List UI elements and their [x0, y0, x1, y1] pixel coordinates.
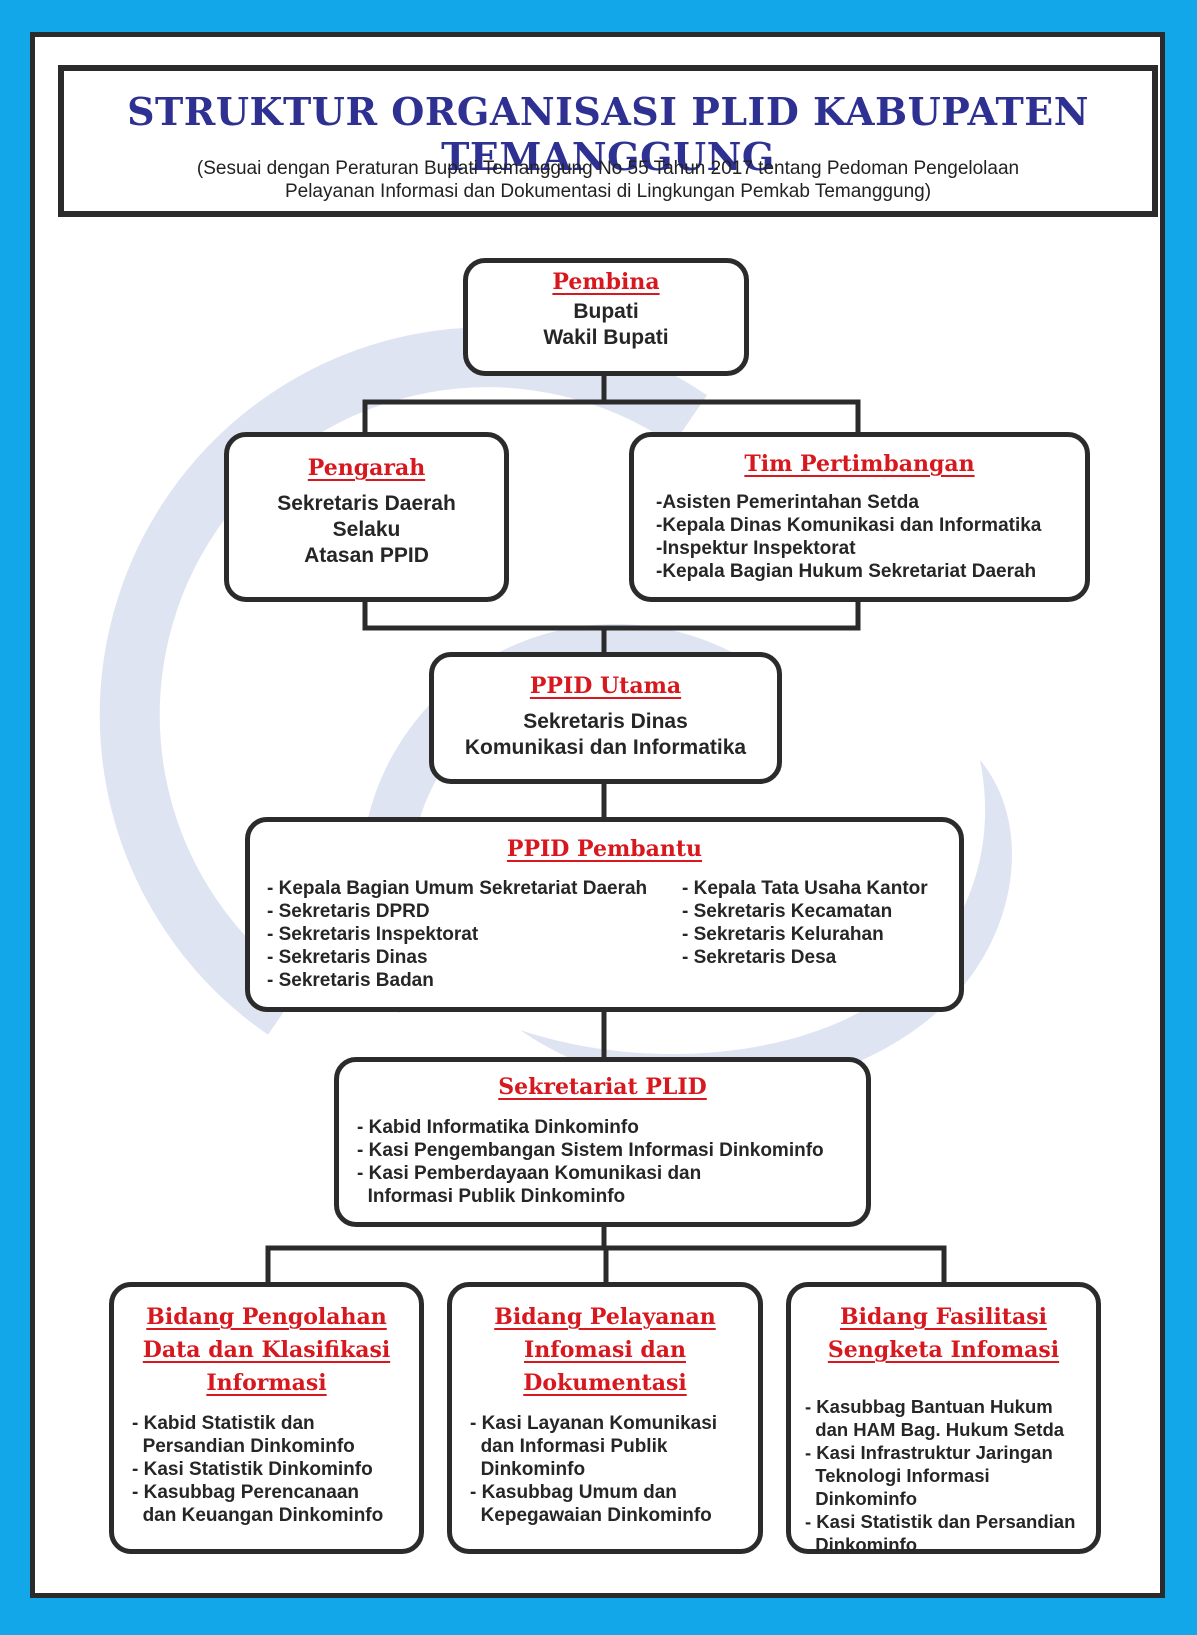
ppid-pembantu-left-list: - Kepala Bagian Umum Sekretariat Daerah …	[267, 877, 647, 992]
list-item: Kepegawaian Dinkominfo	[470, 1505, 712, 1526]
list-item: Dinkominfo	[470, 1459, 586, 1480]
list-item: - Kepala Tata Usaha Kantor	[682, 878, 928, 899]
list-item: - Kasi Statistik Dinkominfo	[132, 1459, 373, 1480]
list-item: dan Keuangan Dinkominfo	[132, 1505, 384, 1526]
list-item: - Sekretaris Badan	[267, 970, 434, 991]
list-item: - Sekretaris Dinas	[267, 947, 428, 968]
list-item: - Kepala Bagian Umum Sekretariat Daerah	[267, 878, 648, 899]
ppid-pembantu-heading: PPID Pembantu	[506, 836, 703, 862]
list-item: Dinkominfo	[805, 1534, 918, 1555]
list-item: Informasi Publik Dinkominfo	[357, 1186, 626, 1207]
sekretariat-list: - Kabid Informatika Dinkominfo - Kasi Pe…	[357, 1116, 866, 1208]
list-item: - Kasi Pemberdayaan Komunikasi dan	[357, 1163, 702, 1184]
box-sekretariat-plid: Sekretariat PLID - Kabid Informatika Din…	[334, 1057, 871, 1227]
box-bidang-pengolahan-data: Bidang Pengolahan Data dan Klasifikasi I…	[109, 1282, 424, 1554]
pengarah-heading: Pengarah	[307, 455, 426, 481]
list-item: dan HAM Bag. Hukum Setda	[805, 1419, 1065, 1440]
page-title: STRUKTUR ORGANISASI PLID KABUPATEN TEMAN…	[127, 89, 1089, 179]
tim-heading: Tim Pertimbangan	[744, 451, 975, 477]
list-item: - Kabid Statistik dan	[132, 1413, 315, 1434]
list-item: - Sekretaris Desa	[682, 947, 837, 968]
box-tim-pertimbangan: Tim Pertimbangan -Asisten Pemerintahan S…	[629, 432, 1090, 602]
list-item: - Sekretaris Kecamatan	[682, 901, 893, 922]
list-item: -Asisten Pemerintahan Setda	[656, 492, 919, 513]
list-item: - Sekretaris Inspektorat	[267, 924, 479, 945]
list-item: -Kepala Dinas Komunikasi dan Informatika	[656, 515, 1042, 536]
pembina-heading: Pembina	[552, 269, 660, 295]
list-item: - Kasi Layanan Komunikasi	[470, 1413, 718, 1434]
bidang1-heading: Bidang Pengolahan Data dan Klasifikasi I…	[142, 1304, 391, 1396]
sekretariat-heading: Sekretariat PLID	[498, 1074, 707, 1100]
pembina-lines: Bupati Wakil Bupati	[543, 300, 669, 349]
list-item: - Kasubbag Umum dan	[470, 1482, 677, 1503]
ppid-pembantu-right-list: - Kepala Tata Usaha Kantor - Sekretaris …	[682, 877, 928, 969]
list-item: - Kasubbag Bantuan Hukum	[805, 1396, 1053, 1417]
list-item: - Kasi Infrastruktur Jaringan	[805, 1442, 1053, 1463]
box-ppid-utama: PPID Utama Sekretaris Dinas Komunikasi d…	[429, 652, 782, 784]
bidang3-list: - Kasubbag Bantuan Hukum dan HAM Bag. Hu…	[805, 1395, 1096, 1556]
list-item: Dinkominfo	[805, 1488, 918, 1509]
list-item: - Kabid Informatika Dinkominfo	[357, 1117, 639, 1138]
list-item: - Sekretaris Kelurahan	[682, 924, 884, 945]
list-item: - Sekretaris DPRD	[267, 901, 430, 922]
box-bidang-fasilitasi-sengketa: Bidang Fasilitasi Sengketa Infomasi - Ka…	[786, 1282, 1101, 1556]
list-item: -Kepala Bagian Hukum Sekretariat Daerah	[656, 561, 1037, 582]
ppid-utama-heading: PPID Utama	[529, 673, 682, 699]
header-box: STRUKTUR ORGANISASI PLID KABUPATEN TEMAN…	[58, 65, 1158, 217]
box-pengarah: Pengarah Sekretaris Daerah Selaku Atasan…	[224, 432, 509, 602]
box-pembina: Pembina Bupati Wakil Bupati	[463, 258, 749, 376]
bidang2-list: - Kasi Layanan Komunikasi dan Informasi …	[470, 1412, 758, 1527]
box-bidang-pelayanan-informasi: Bidang Pelayanan Infomasi dan Dokumentas…	[447, 1282, 763, 1554]
page-subtitle: (Sesuai dengan Peraturan Bupati Temanggu…	[196, 158, 1020, 202]
list-item: -Inspektur Inspektorat	[656, 538, 856, 559]
bidang1-list: - Kabid Statistik dan Persandian Dinkomi…	[132, 1412, 419, 1527]
box-ppid-pembantu: PPID Pembantu - Kepala Bagian Umum Sekre…	[245, 817, 964, 1012]
ppid-utama-lines: Sekretaris Dinas Komunikasi dan Informat…	[464, 710, 747, 759]
list-item: dan Informasi Publik	[470, 1436, 668, 1457]
tim-list: -Asisten Pemerintahan Setda -Kepala Dina…	[656, 491, 1085, 583]
list-item: Persandian Dinkominfo	[132, 1436, 355, 1457]
bidang3-heading: Bidang Fasilitasi Sengketa Infomasi	[827, 1304, 1060, 1363]
list-item: - Kasi Statistik dan Persandian	[805, 1511, 1076, 1532]
list-item: Teknologi Informasi	[805, 1465, 990, 1486]
list-item: - Kasubbag Perencanaan	[132, 1482, 360, 1503]
pengarah-lines: Sekretaris Daerah Selaku Atasan PPID	[277, 492, 456, 567]
bidang2-heading: Bidang Pelayanan Infomasi dan Dokumentas…	[494, 1304, 716, 1396]
list-item: - Kasi Pengembangan Sistem Informasi Din…	[357, 1140, 824, 1161]
